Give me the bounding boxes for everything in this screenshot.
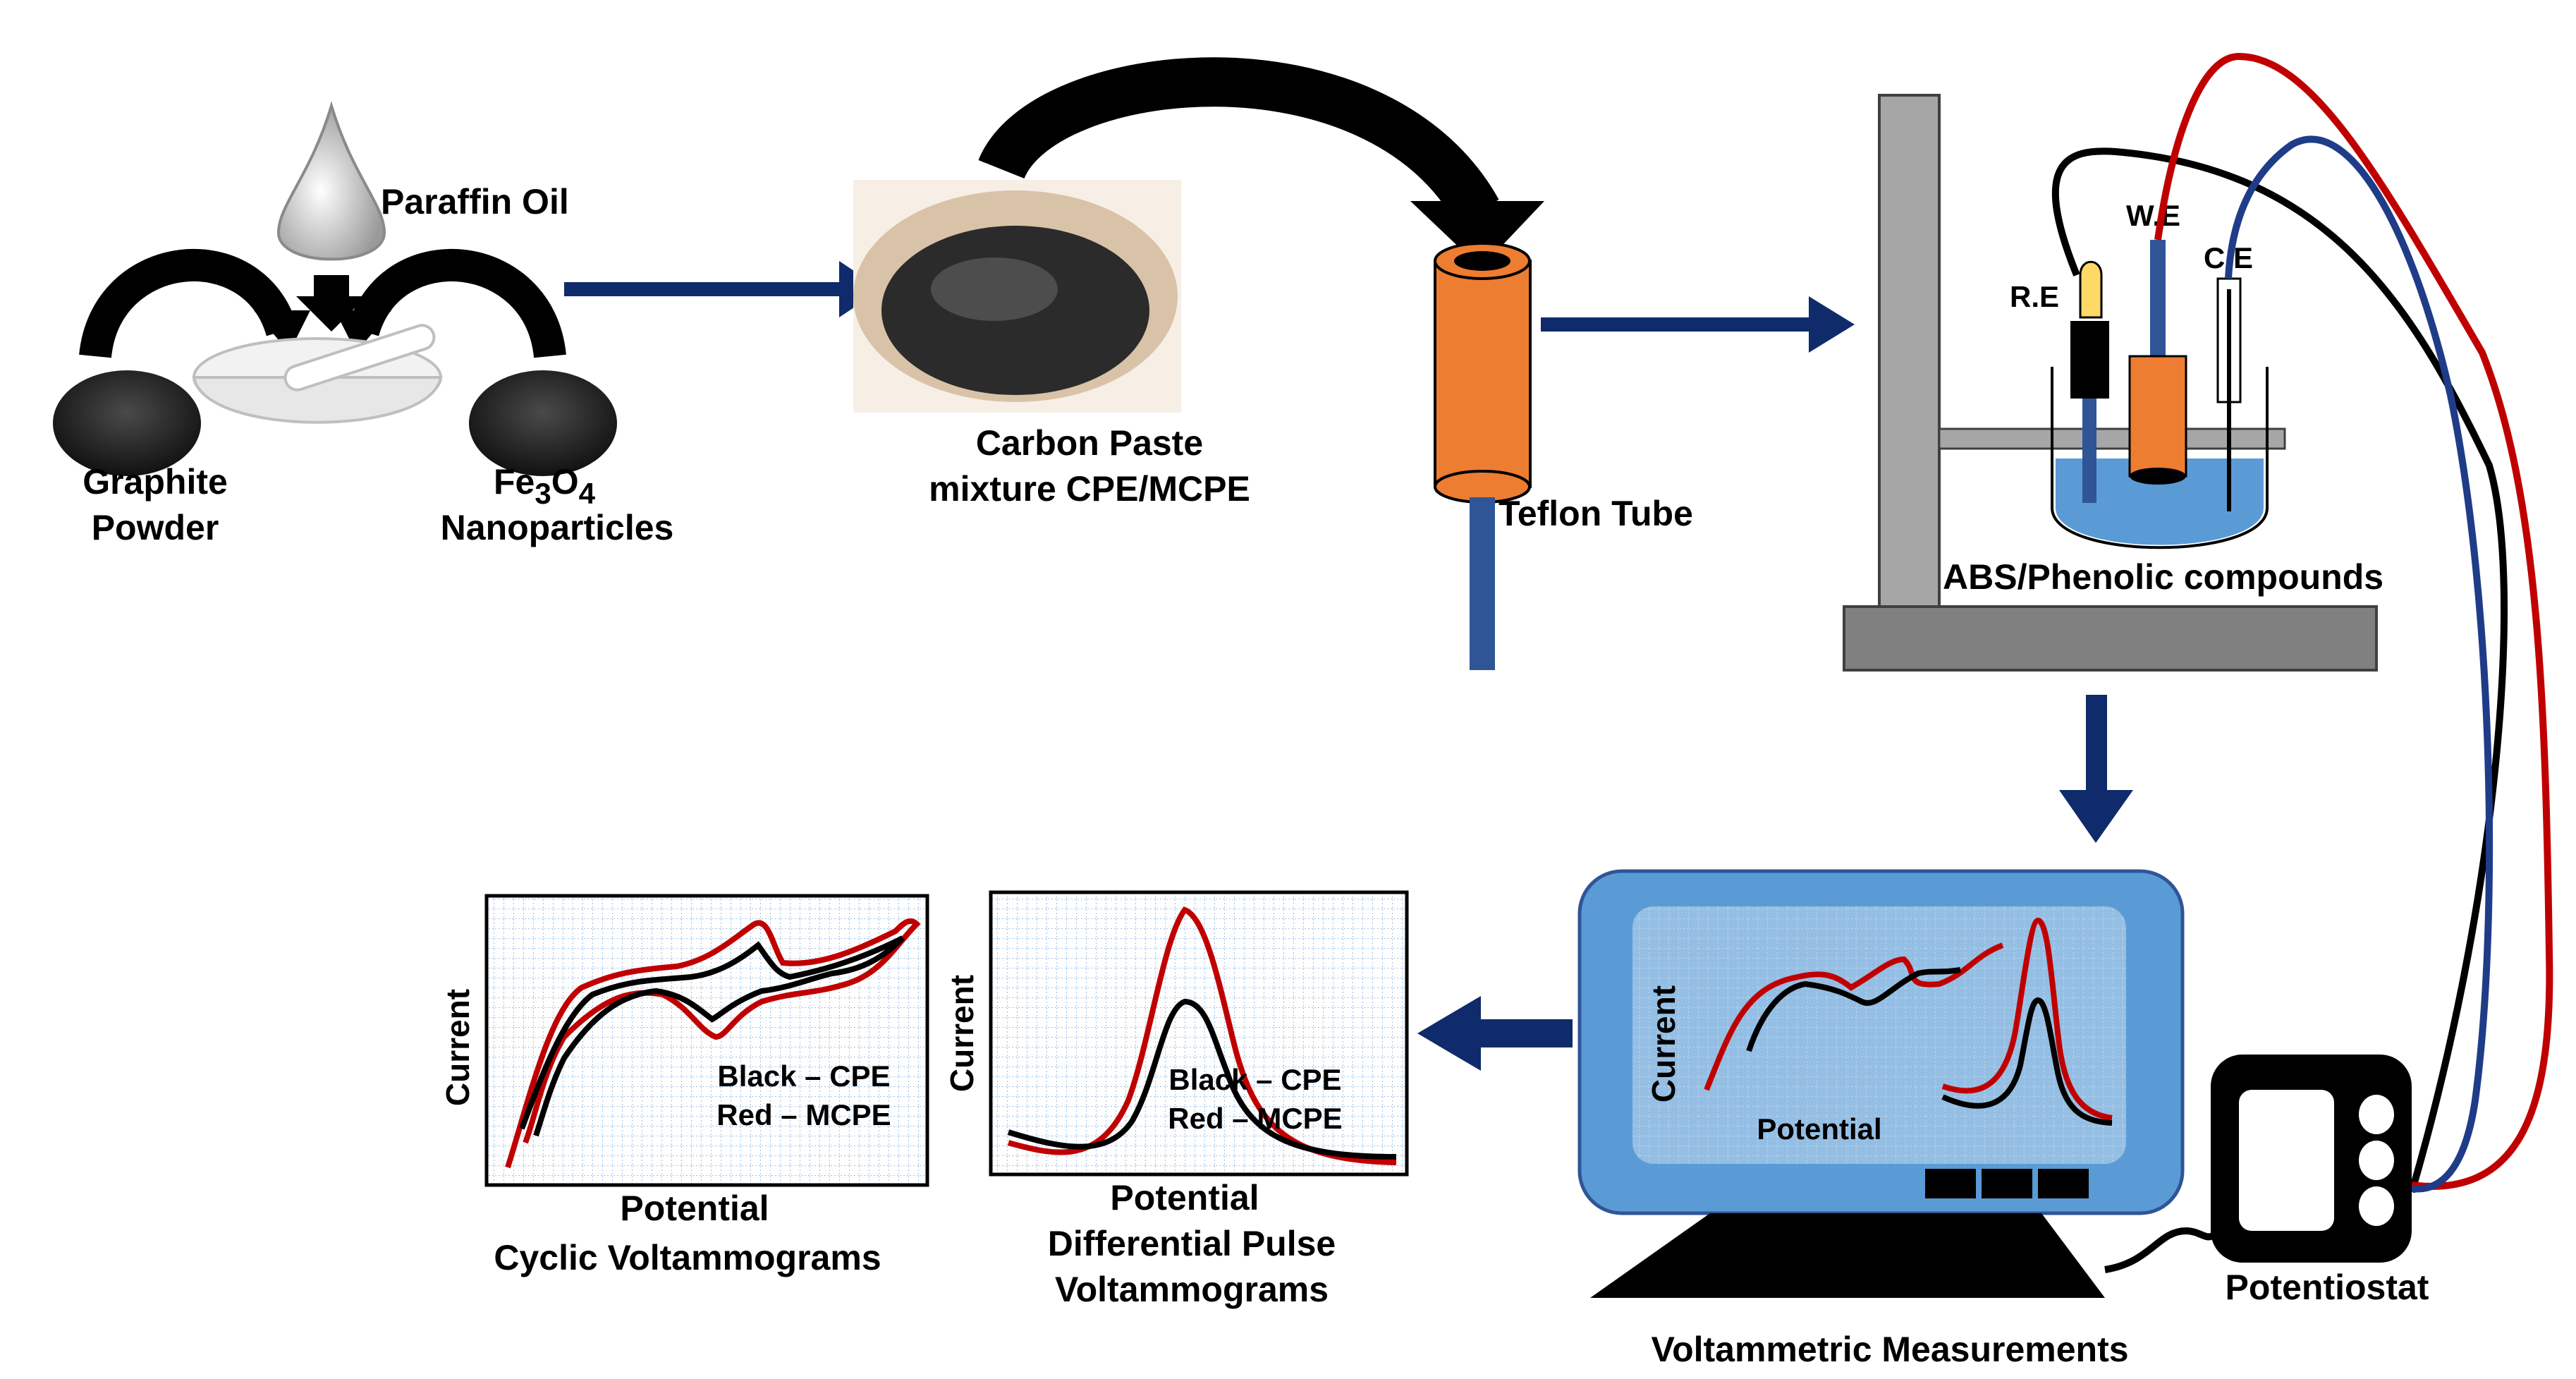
solution-label: ABS/Phenolic compounds xyxy=(1943,557,2383,597)
beaker-icon xyxy=(2051,367,2269,549)
dpv-black-curve xyxy=(1007,998,1397,1160)
dpv-red-curve xyxy=(1007,906,1397,1165)
carbon-paste-bowl-icon xyxy=(853,180,1181,413)
dpv-xlabel: Potential xyxy=(1110,1178,1259,1217)
potentiostat-icon xyxy=(2211,1055,2412,1263)
blue-wire xyxy=(2225,135,2493,1193)
monitor-xlabel: Potential xyxy=(1757,1112,1881,1146)
curved-arrow-left-icon xyxy=(79,249,298,359)
red-wire xyxy=(2154,52,2553,1190)
dpv-caption-line2: Voltammograms xyxy=(1055,1270,1329,1309)
dpv-legend-red: Red – MCPE xyxy=(1168,1102,1342,1135)
carbon-paste-label-line1: Carbon Paste xyxy=(976,423,1203,463)
down-arrow-icon xyxy=(296,275,367,332)
carbon-paste-label-line2: mixture CPE/MCPE xyxy=(929,469,1250,509)
cv-legend-black: Black – CPE xyxy=(717,1059,890,1093)
monitor-ylabel: Current xyxy=(1645,985,1682,1102)
monitor-cv-black-curve xyxy=(1746,967,1961,1052)
we-label: W.E xyxy=(2126,199,2180,232)
paraffin-oil-label: Paraffin Oil xyxy=(381,182,569,221)
paraffin-drop-icon xyxy=(276,101,386,261)
mortar-pestle-icon xyxy=(192,324,443,424)
monitor-dpv-red-curve xyxy=(1941,917,2113,1121)
teflon-tube-icon xyxy=(1434,242,1532,670)
voltammetric-label: Voltammetric Measurements xyxy=(1651,1330,2128,1369)
potentiostat-cable xyxy=(2104,1227,2217,1273)
cv-black-curve xyxy=(519,935,905,1137)
arrow-to-monitor-icon xyxy=(2086,695,2107,794)
monitor-dpv-black-curve xyxy=(1941,997,2113,1126)
dpv-legend-black: Black – CPE xyxy=(1168,1063,1341,1096)
dpv-caption-line1: Differential Pulse xyxy=(1048,1224,1336,1263)
graphite-label-line2: Powder xyxy=(92,508,219,547)
curved-arrow-right-icon xyxy=(347,249,566,359)
graphite-powder-icon xyxy=(53,370,201,476)
dpv-panel xyxy=(989,890,1409,1177)
fe3o4-label: Fe3O4 xyxy=(494,462,596,510)
reference-electrode-icon xyxy=(2070,260,2109,503)
re-label: R.E xyxy=(2010,280,2059,313)
monitor-cv-red-curve xyxy=(1704,942,2004,1091)
curved-arrow-over-icon xyxy=(978,57,1499,224)
dpv-ylabel: Current xyxy=(944,975,980,1092)
potentiostat-label: Potentiostat xyxy=(2226,1268,2429,1307)
cv-ylabel: Current xyxy=(439,989,476,1106)
teflon-tube-label: Teflon Tube xyxy=(1498,494,1693,533)
nanoparticles-label: Nanoparticles xyxy=(441,508,674,547)
cell-stand-icon xyxy=(1843,94,2378,672)
black-wire xyxy=(2051,147,2508,1193)
cv-xlabel: Potential xyxy=(620,1189,769,1228)
cv-legend-red: Red – MCPE xyxy=(716,1098,891,1131)
cv-caption: Cyclic Voltammograms xyxy=(494,1238,881,1277)
arrow-to-results-icon xyxy=(1477,1019,1573,1047)
working-electrode-icon xyxy=(2128,240,2187,485)
cv-panel xyxy=(484,894,929,1187)
graphite-label-line1: Graphite xyxy=(83,462,228,502)
fe3o4-powder-icon xyxy=(469,370,617,476)
